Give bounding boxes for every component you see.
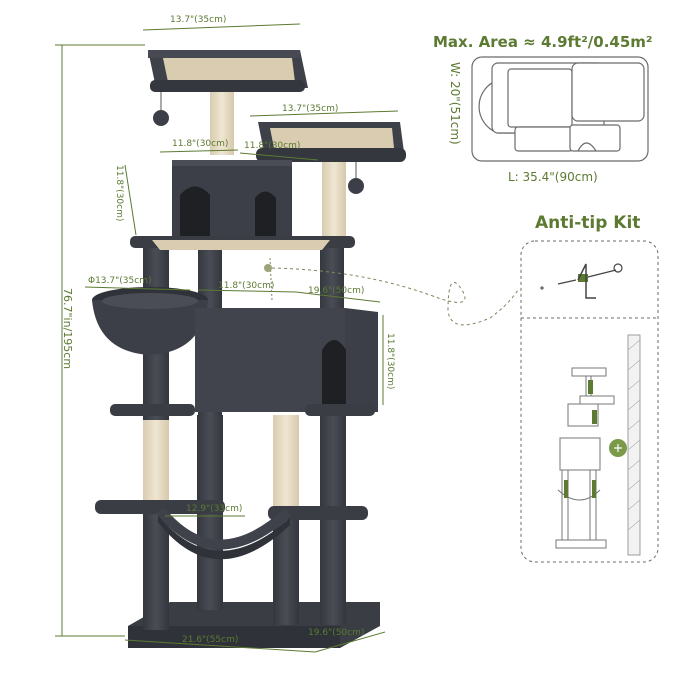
total-height-label: 76.7"in/195cm [61, 288, 74, 370]
mini-tree-outline [555, 367, 615, 549]
basket-diameter-label: Φ13.7"(35cm) [88, 276, 152, 286]
platform [305, 404, 375, 416]
sisal-post [273, 415, 299, 515]
base-width-label: 21.6"(55cm) [182, 635, 239, 645]
dangling-ball [153, 110, 169, 126]
dangling-ball [348, 178, 364, 194]
footprint-diagram [471, 56, 649, 162]
big-condo-height-label: 11.8"(30cm) [385, 333, 395, 390]
condo-height-upper-label: 11.8"(30cm) [114, 165, 124, 222]
top-perch [148, 50, 308, 92]
area-length-label: L: 35.4"(90cm) [508, 170, 598, 184]
big-condo [195, 308, 378, 412]
platform-depth-label: 19.6"(50cm) [308, 286, 365, 296]
base-platform [128, 602, 380, 648]
hammock [158, 515, 290, 560]
hammock-width-label: 12.9"(33cm) [186, 504, 243, 514]
mid-platform [130, 236, 355, 250]
post [320, 240, 344, 310]
area-title: Max. Area ≈ 4.9ft²/0.45m² [433, 33, 653, 51]
platform [268, 506, 368, 520]
condo-width-right-label: 11.8"(30cm) [244, 141, 301, 151]
antitip-title: Anti-tip Kit [535, 213, 641, 233]
antitip-panel [520, 240, 659, 563]
sisal-post [210, 85, 234, 155]
second-perch [256, 122, 406, 162]
screw-icon [540, 263, 623, 299]
big-condo-width-label: 11.8"(30cm) [218, 281, 275, 291]
area-width-label: W: 20"(51cm) [448, 62, 462, 145]
base-depth-label: 19.6"(50cm) [308, 628, 365, 638]
platform [110, 404, 195, 416]
sisal-post [322, 160, 346, 240]
sisal-post [143, 420, 169, 510]
platform [95, 500, 225, 514]
condo-width-left-label: 11.8"(30cm) [172, 139, 229, 149]
basket [92, 287, 208, 355]
upper-condo [172, 160, 292, 240]
second-perch-width-label: 13.7"(35cm) [282, 104, 339, 114]
top-perch-width-label: 13.7"(35cm) [170, 15, 227, 25]
